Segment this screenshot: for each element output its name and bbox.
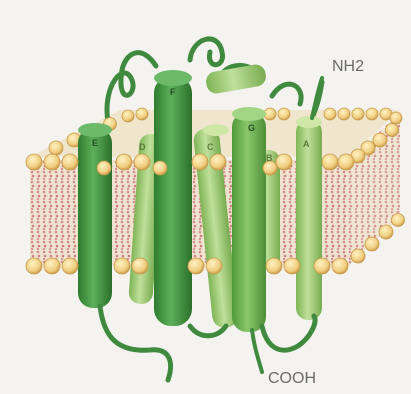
c-terminus-label: COOH <box>268 370 316 388</box>
helix-label-d: D <box>139 143 146 152</box>
intracellular-loops <box>100 306 315 380</box>
helix-label-e: E <box>92 139 98 148</box>
helix-label-f: F <box>170 88 176 97</box>
helix-label-b: B <box>266 154 273 163</box>
n-terminus-label: NH2 <box>332 58 364 76</box>
c-terminus-tail <box>252 330 262 372</box>
helix-label-g: G <box>248 124 255 133</box>
helix-label-c: C <box>207 143 214 152</box>
helix-label-a: A <box>303 140 310 149</box>
